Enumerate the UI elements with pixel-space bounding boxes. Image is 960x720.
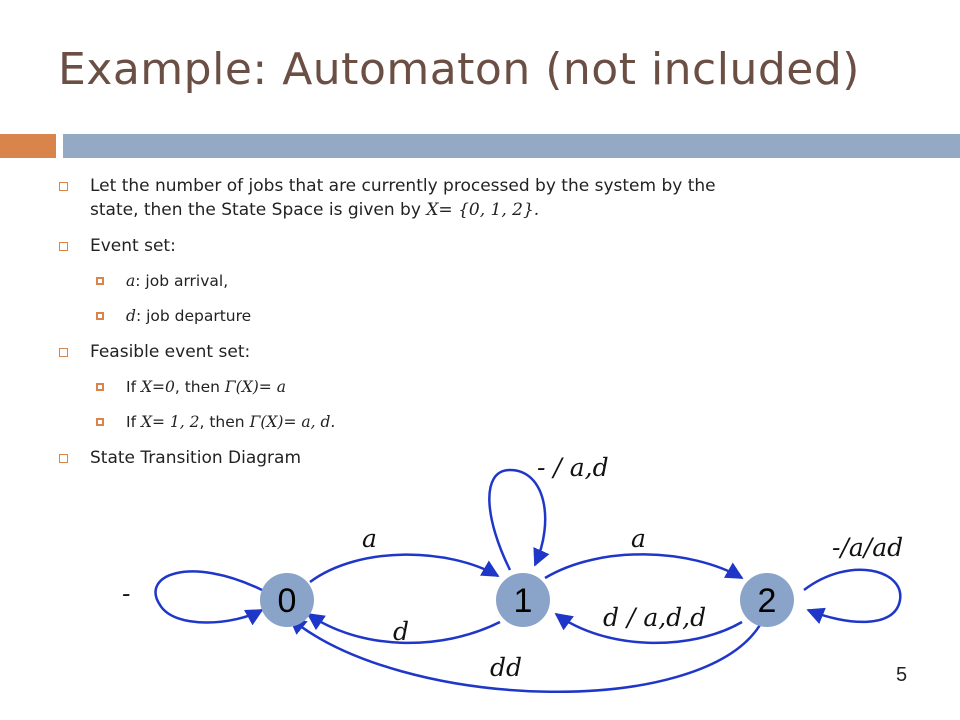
edge-label-a-12: a [631, 524, 646, 553]
state-node-2: 2 [740, 573, 794, 627]
bullet-text: Event set: [90, 236, 176, 256]
edge-0-to-1 [309, 553, 500, 584]
self-loop-1 [488, 468, 550, 571]
bullet-text: If [126, 413, 137, 431]
bullet-feasible-event-set: Feasible event set: [56, 340, 916, 364]
edge-1-to-2 [544, 553, 744, 580]
bullet-text: state, then the State Space is given by [90, 200, 421, 220]
sub-bullet-feasible-0: If X=0, then Γ(X)= a [56, 376, 916, 398]
state-2-circle [740, 573, 794, 627]
bullet-event-set: Event set: [56, 234, 916, 258]
bullet-square-icon [59, 348, 68, 357]
sub-bullet-arrival: a: job arrival, [56, 270, 916, 292]
state-1-circle [496, 573, 550, 627]
edge-label-self-0: - [122, 579, 130, 608]
state-2-label: 2 [758, 582, 777, 620]
page-number: 5 [896, 664, 908, 686]
state-1-label: 1 [514, 582, 533, 620]
state-node-1: 1 [496, 573, 550, 627]
bullet-square-icon [59, 182, 68, 191]
state-space-math: X= {0, 1, 2}. [426, 200, 540, 220]
bullet-text: : job departure [135, 307, 252, 325]
condition-math: X=0 [140, 378, 175, 396]
feasible-set-math: Γ(X)= a [224, 378, 286, 396]
bullet-text: Let the number of jobs that are currentl… [90, 176, 716, 196]
sub-bullet-square-icon [96, 383, 104, 391]
bullet-text: , then [199, 413, 245, 431]
edge-label-d-21: d / a,d,d [603, 603, 706, 632]
bullet-square-icon [59, 454, 68, 463]
edge-2-to-1 [554, 612, 743, 645]
edge-label-self-2: -/a/ad [832, 533, 903, 562]
bullet-list: Let the number of jobs that are currentl… [56, 174, 916, 482]
sub-bullet-square-icon [96, 312, 104, 320]
edge-1-to-0 [306, 612, 501, 645]
state-0-circle [260, 573, 314, 627]
edge-2-to-0 [288, 616, 762, 693]
condition-math: X= 1, 2 [140, 413, 200, 431]
edge-label-d-10: d [393, 617, 409, 646]
state-0-label: 0 [278, 582, 297, 620]
bullet-state-space: Let the number of jobs that are currentl… [56, 174, 916, 222]
edge-label-self-1: - / a,d [537, 453, 609, 482]
bullet-text: , then [174, 378, 220, 396]
self-loop-2 [803, 568, 902, 625]
self-loop-0 [154, 570, 264, 626]
sub-bullet-feasible-12: If X= 1, 2, then Γ(X)= a, d. [56, 411, 916, 433]
title-accent-bar-blue [63, 134, 960, 158]
bullet-square-icon [59, 242, 68, 251]
state-node-0: 0 [260, 573, 314, 627]
sub-bullet-departure: d: job departure [56, 305, 916, 327]
bullet-text: If [126, 378, 137, 396]
bullet-text: Feasible event set: [90, 342, 251, 362]
edge-label-dd-20: dd [490, 653, 522, 682]
feasible-set-math: Γ(X)= a, d. [249, 413, 336, 431]
bullet-transition-diagram: State Transition Diagram [56, 446, 916, 470]
event-symbol: d [126, 307, 136, 325]
bullet-text: : job arrival, [135, 272, 229, 290]
slide-title: Example: Automaton (not included) [58, 44, 860, 95]
edge-label-a-01: a [362, 524, 377, 553]
title-accent-bar-orange [0, 134, 56, 158]
bullet-text: State Transition Diagram [90, 448, 302, 468]
sub-bullet-square-icon [96, 418, 104, 426]
event-symbol: a [126, 272, 136, 290]
sub-bullet-square-icon [96, 277, 104, 285]
